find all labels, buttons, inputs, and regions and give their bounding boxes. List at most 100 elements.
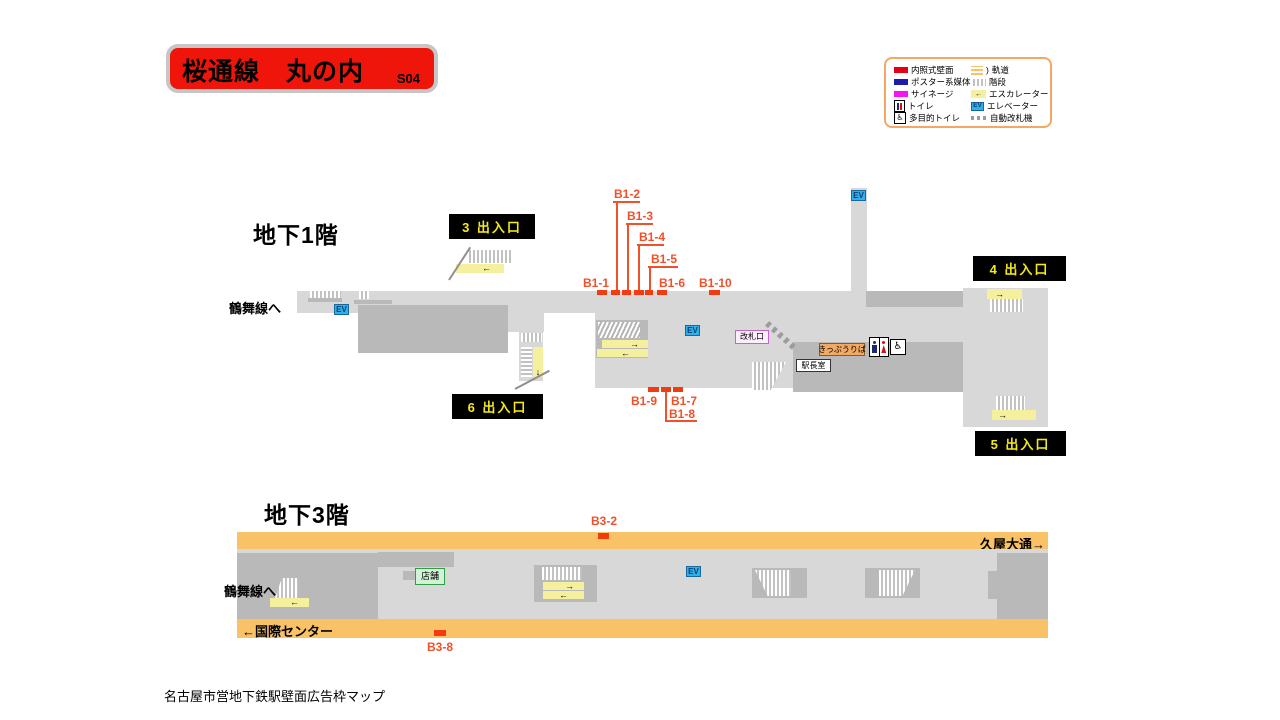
leader-line (649, 267, 651, 290)
ad-slot-b1-3 (622, 290, 631, 295)
arrow-down-icon: ↓ (535, 367, 541, 377)
exit6-stairs (521, 347, 532, 377)
b1-structure-block (358, 305, 508, 353)
ad-label: B3-8 (427, 640, 454, 654)
exit5-stairs (996, 396, 1025, 410)
b3-left-stairs (275, 578, 298, 598)
legend-item-toilet: トイレ (894, 100, 966, 112)
legend-label: 多目的トイレ (909, 113, 961, 123)
ad-label: B1-9 (631, 394, 658, 408)
arrow-left-icon: ← (621, 347, 630, 358)
multi-purpose-toilet-icon: ♿ (890, 339, 906, 355)
b3-mid-escalator-down: ← (543, 589, 584, 600)
ad-label: B1-8 (669, 407, 696, 421)
elevator-icon: EV (685, 325, 700, 336)
leader-line (665, 392, 667, 420)
ad-label: B1-5 (651, 252, 678, 266)
ad-label: B1-7 (671, 394, 698, 408)
toilet-male-figure (870, 338, 879, 356)
leader-line (638, 245, 640, 290)
b3-mid-stairs (542, 567, 582, 580)
poster-media-swatch (894, 79, 908, 85)
legend-left-column: 内照式壁面 ポスター系媒体 サイネージ トイレ ♿ 多目的トイレ (894, 64, 971, 124)
b1-right-band (866, 291, 965, 307)
map-caption: 名古屋市営地下鉄駅壁面広告枠マップ (164, 689, 386, 704)
station-title-badge: 桜通線 丸の内 S04 (166, 44, 438, 93)
ad-slot-b3-8 (434, 630, 446, 636)
leader-line (665, 420, 697, 422)
legend-label: 自動改札機 (990, 113, 1033, 123)
elevator-icon: EV (334, 304, 349, 315)
ticket-office-label: きっぷうりば (818, 343, 866, 356)
b1-left-stairs (310, 291, 341, 298)
leader-line (613, 201, 640, 203)
ad-slot-b1-2 (611, 290, 620, 295)
inner-lit-wall-swatch (894, 67, 908, 73)
concourse-stairs (598, 322, 640, 338)
escalator-swatch: ← (971, 90, 986, 98)
arrow-right-icon: → (995, 288, 1004, 299)
ad-slot-b1-10 (709, 290, 720, 295)
b1-to-tsurumai-line: 鶴舞線へ (229, 301, 282, 316)
legend-label: 軌道 (991, 65, 1009, 75)
ad-label: B1-3 (627, 209, 654, 223)
arrow-right-icon: → (998, 409, 1007, 420)
arrow-left-icon: ← (290, 597, 299, 607)
leader-line (616, 202, 618, 290)
elevator-icon: EV (851, 190, 866, 201)
b3-right-block-notch (988, 571, 997, 599)
concourse-escalator-down: ← (597, 347, 648, 358)
b3-floor-title: 地下3階 (264, 502, 350, 528)
exit6-label: 6 出入口 (452, 394, 543, 419)
leader-line (626, 223, 653, 225)
b3-to-tsurumai-line: 鶴舞線へ (224, 584, 277, 599)
b3-to-kokusai-center: ←国際センター (242, 624, 334, 639)
leader-line (627, 224, 629, 290)
exit4-label: 4 出入口 (973, 256, 1066, 281)
ad-label: B1-4 (639, 230, 666, 244)
b1-floor-title: 地下1階 (253, 222, 339, 248)
legend-label: ポスター系媒体 (911, 77, 971, 87)
b3-left-block (237, 553, 378, 619)
ad-slot-b1-8 (661, 387, 671, 392)
legend-item-signage: サイネージ (894, 88, 966, 100)
legend: 内照式壁面 ポスター系媒体 サイネージ トイレ ♿ 多目的トイレ ) (884, 57, 1052, 128)
b3-shop-stub (403, 571, 416, 580)
arrow-right-icon: → (565, 580, 574, 591)
signage-swatch (894, 91, 908, 97)
exit4-stairs (990, 299, 1023, 312)
b3-mid-escalator-up: → (543, 580, 584, 591)
track-swatch (971, 65, 983, 75)
legend-label: 内照式壁面 (911, 65, 954, 75)
b3-right-block (997, 553, 1048, 619)
b1-ev-shaft (851, 188, 867, 292)
ad-label: B1-6 (659, 276, 686, 290)
legend-item-stairs: 階段 (971, 76, 1049, 88)
legend-item-poster-media: ポスター系媒体 (894, 76, 971, 88)
ad-slot-b1-9 (648, 387, 659, 392)
ad-label: B1-10 (699, 276, 732, 290)
ad-label: B1-1 (583, 276, 610, 290)
ad-slot-b1-4 (634, 290, 644, 295)
station-title: 桜通線 丸の内 (182, 58, 365, 86)
arrow-left-icon: ← (975, 90, 982, 98)
elevator-icon: EV (686, 566, 701, 577)
legend-item-inner-lit-wall: 内照式壁面 (894, 64, 966, 76)
legend-label: 階段 (989, 77, 1007, 87)
arrow-right-icon: → (630, 338, 639, 349)
arrow-left-icon: ← (559, 589, 568, 600)
legend-item-escalator: ← エスカレーター (971, 88, 1049, 100)
b1-passage (508, 313, 544, 332)
exit3-escalator: ← (456, 264, 504, 273)
ad-slot-b3-2 (598, 533, 609, 539)
legend-label: サイネージ (911, 89, 954, 99)
exit5-escalator: → (992, 410, 1036, 420)
exit5-label: 5 出入口 (975, 431, 1066, 456)
exit4-escalator: → (987, 289, 1022, 299)
shop-label: 店舗 (415, 568, 445, 585)
ticket-gate-swatch (971, 116, 987, 120)
stairs-swatch (971, 78, 986, 86)
ad-slot-b1-6 (657, 290, 667, 295)
exit3-stairs (467, 250, 513, 263)
